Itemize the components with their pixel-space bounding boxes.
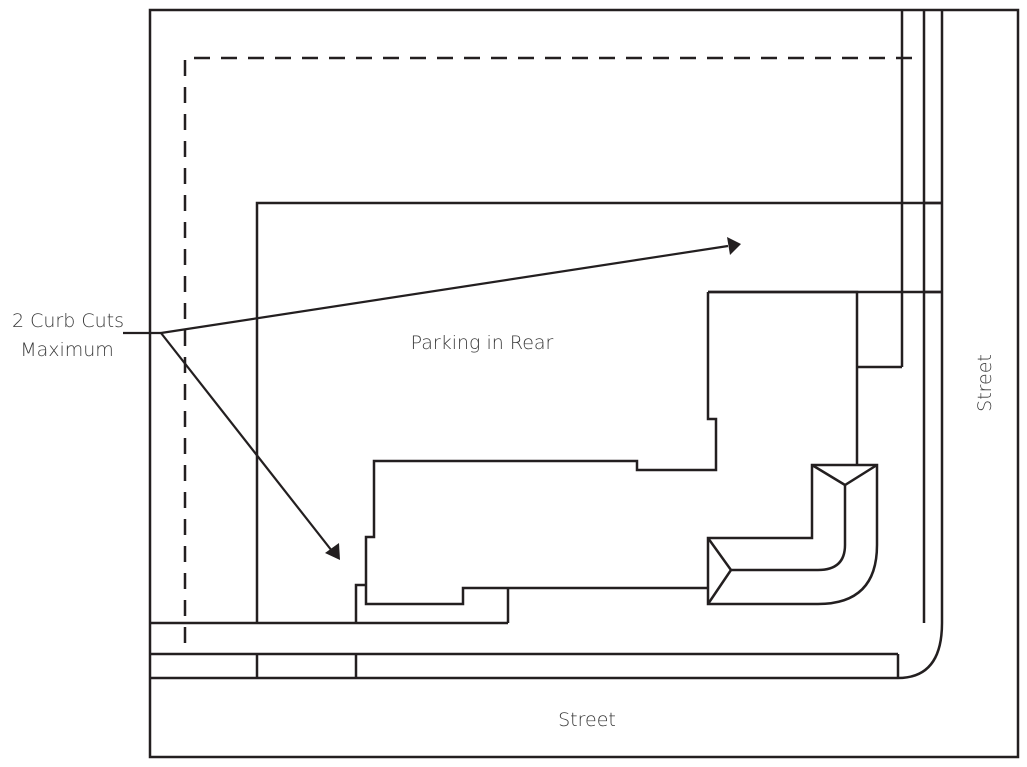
street-label-right: Street [974, 354, 996, 412]
callout-arrowhead-lower [325, 543, 340, 560]
building-footprint [364, 290, 859, 606]
building-step [354, 583, 510, 623]
callout-arrowhead-upper [727, 237, 741, 255]
corner-curb [897, 622, 944, 680]
parking-label: Parking in Rear [411, 332, 554, 354]
street-label-bottom: Street [558, 709, 616, 731]
entry-ramp-inner [731, 485, 847, 572]
callout-arrow-line-upper [160, 244, 729, 335]
entry-ramp-chevron-top [811, 463, 878, 487]
callout-label-line2: Maximum [20, 339, 114, 361]
callout-arrow-line-lower [160, 332, 333, 552]
parking-area-outline [255, 201, 942, 623]
entry-ramp-chevron-left [706, 537, 733, 605]
site-boundary [148, 8, 1020, 759]
setback-line [183, 56, 912, 652]
callout-label-line1: 2 Curb Cuts [12, 310, 124, 332]
entry-ramp-outer [706, 463, 879, 606]
